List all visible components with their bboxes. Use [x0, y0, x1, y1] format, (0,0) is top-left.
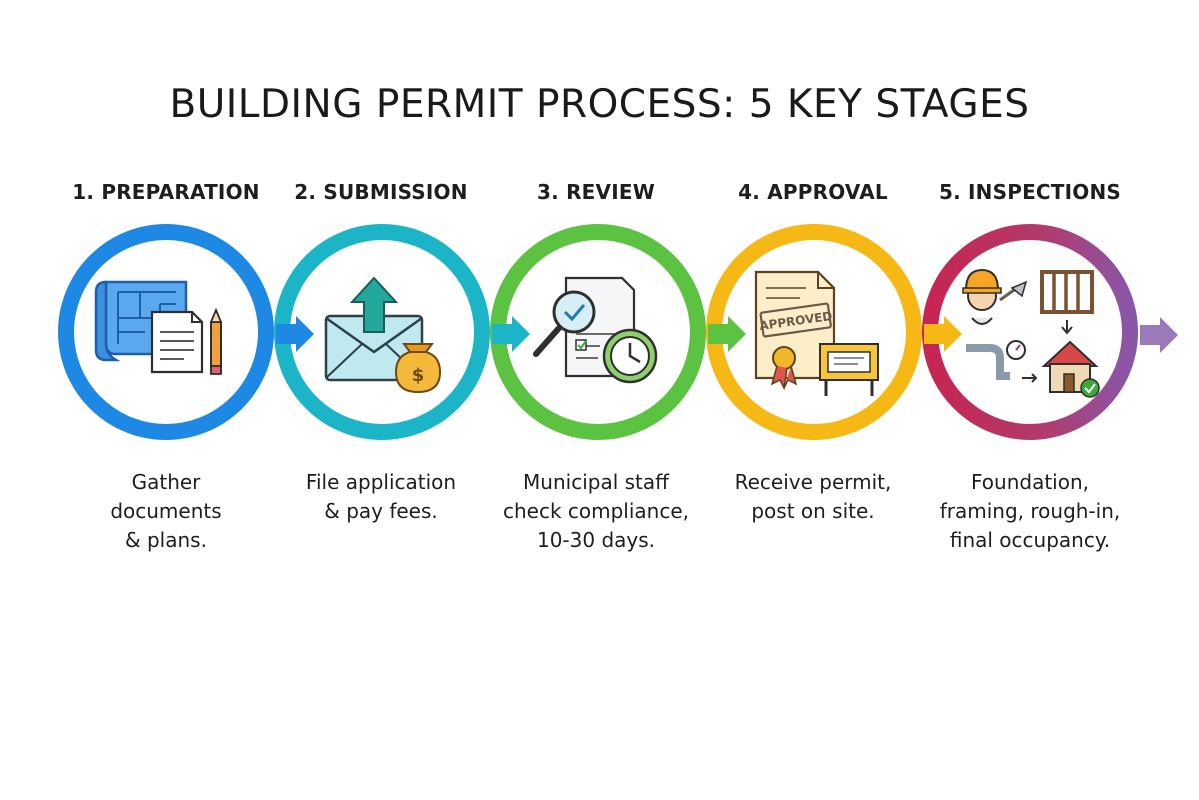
- arrow-1-icon: [276, 316, 314, 352]
- stage-5-label: 5. INSPECTIONS: [938, 180, 1122, 204]
- stage-2-desc-line-1: File application: [305, 470, 457, 494]
- money-symbol: $: [412, 365, 425, 386]
- stage-4-label: 4. APPROVAL: [738, 180, 888, 204]
- arrow-4-icon: [924, 316, 962, 352]
- magnifier-document-icon: [533, 276, 658, 384]
- stage-2-label: 2. SUBMISSION: [294, 180, 468, 204]
- stage-3-desc-line-2: check compliance,: [502, 499, 690, 523]
- barrier-icon: [819, 343, 879, 396]
- stage-4-desc-line-1: Receive permit,: [734, 470, 892, 494]
- arrow-3-icon: [708, 316, 746, 352]
- approved-certificate-icon: APPROVED: [754, 270, 879, 396]
- stage-4-description: Receive permit, post on site.: [698, 468, 928, 526]
- clock-icon: [602, 328, 658, 384]
- stage-4-desc-line-2: post on site.: [751, 499, 875, 523]
- stage-3-desc-line-1: Municipal staff: [523, 470, 669, 494]
- stage-5-desc-line-2: framing, rough-in,: [939, 499, 1121, 523]
- inspection-icon: [962, 268, 1100, 398]
- stage-1-desc-line-3: & plans.: [125, 528, 207, 552]
- house-check-icon: [1041, 340, 1100, 398]
- pipes-icon: [966, 340, 1038, 383]
- arrow-5-icon: [1140, 317, 1178, 353]
- stage-5-desc-line-3: final occupancy.: [949, 528, 1111, 552]
- money-bag-icon: $: [394, 343, 442, 394]
- stage-2-desc-line-2: & pay fees.: [324, 499, 438, 523]
- stage-5-desc-line-1: Foundation,: [971, 470, 1089, 494]
- stage-3-description: Municipal staff check compliance, 10-30 …: [481, 468, 711, 555]
- page-title: BUILDING PERMIT PROCESS: 5 KEY STAGES: [169, 82, 1030, 127]
- stage-3-label: 3. REVIEW: [537, 180, 655, 204]
- stage-1-description: Gather documents & plans.: [51, 468, 281, 555]
- blueprint-icon: [94, 280, 223, 375]
- envelope-upload-icon: $: [324, 276, 442, 394]
- stage-2-description: File application & pay fees.: [266, 468, 496, 526]
- stage-5-description: Foundation, framing, rough-in, final occ…: [915, 468, 1145, 555]
- stage-1-desc-line-1: Gather: [131, 470, 201, 494]
- hard-hat-worker-icon: [962, 268, 1028, 325]
- framing-icon: [1040, 270, 1094, 314]
- stage-1-desc-line-2: documents: [110, 499, 222, 523]
- arrow-2-icon: [492, 316, 530, 352]
- stage-3-desc-line-3: 10-30 days.: [536, 528, 656, 552]
- stage-1-label: 1. PREPARATION: [72, 180, 260, 204]
